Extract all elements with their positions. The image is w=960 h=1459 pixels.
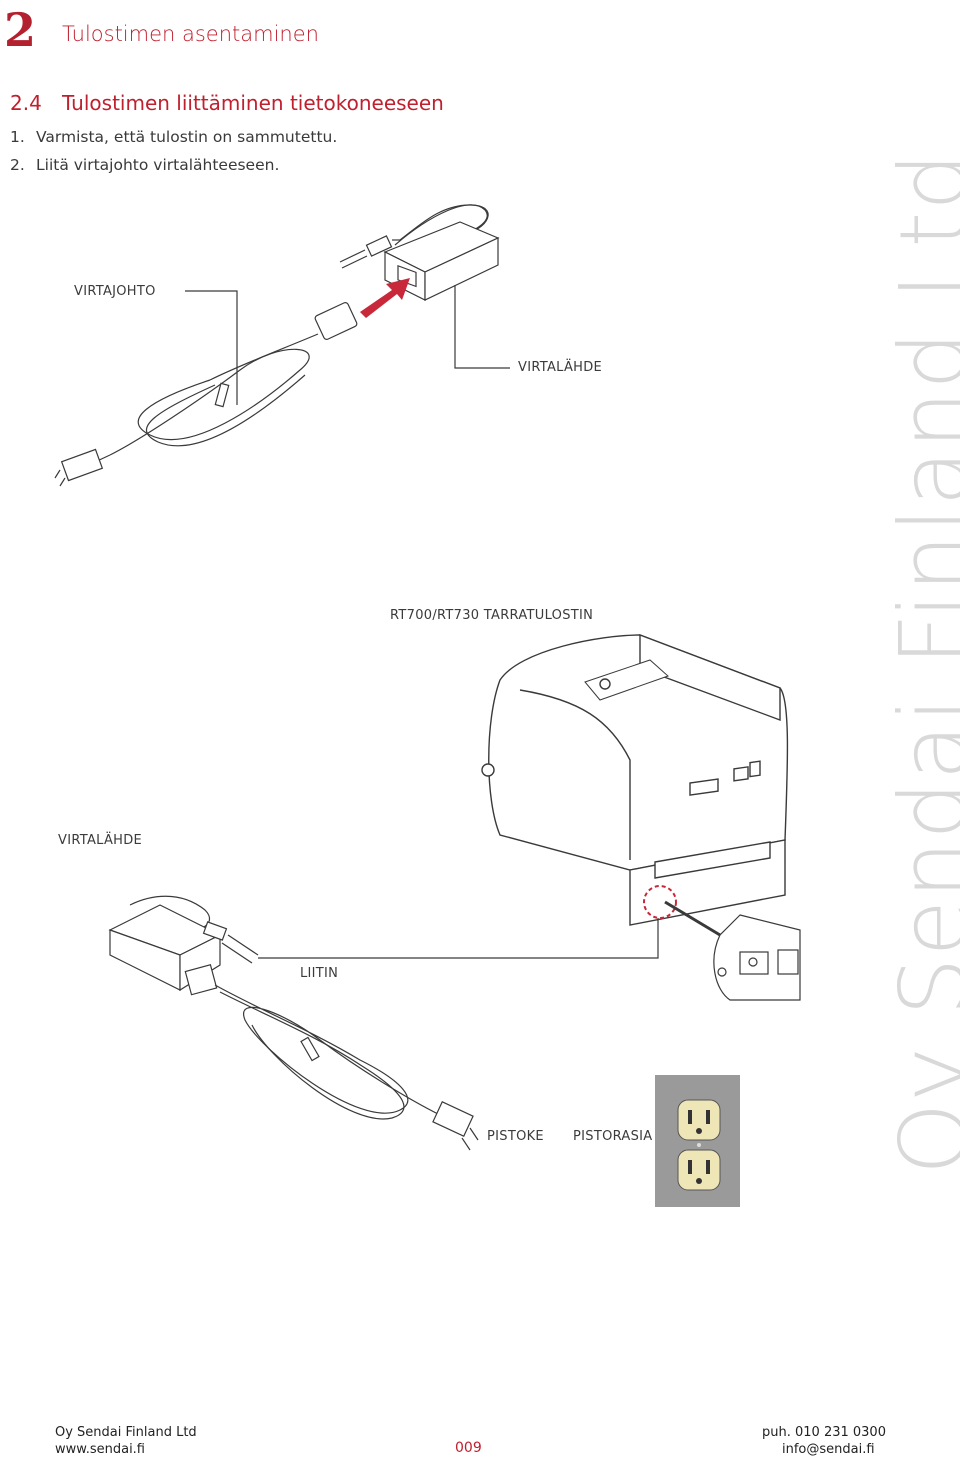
label-printer: RT700/RT730 TARRATULOSTIN bbox=[390, 608, 594, 623]
connection-diagram bbox=[54, 204, 801, 1207]
connector-leader-line bbox=[258, 918, 659, 959]
label-power-supply-top: VIRTALÄHDE bbox=[518, 360, 603, 375]
footer-email: info@sendai.fi bbox=[782, 1442, 875, 1457]
step-text: Liitä virtajohto virtalähteeseen. bbox=[36, 156, 280, 174]
wall-outlet bbox=[655, 1075, 740, 1207]
connector-zoom bbox=[664, 900, 801, 1001]
step-2: 2. Liitä virtajohto virtalähteeseen. bbox=[10, 156, 279, 174]
printer-illustration bbox=[481, 633, 789, 926]
section-title: Tulostimen liittäminen tietokoneeseen bbox=[62, 91, 444, 115]
top-power-supply bbox=[383, 221, 500, 301]
label-plug: PISTOKE bbox=[487, 1129, 544, 1144]
label-connector: LIITIN bbox=[300, 966, 339, 981]
power-cord bbox=[54, 301, 358, 487]
chapter-title: Tulostimen asentaminen bbox=[62, 22, 319, 46]
label-socket: PISTORASIA bbox=[573, 1129, 653, 1144]
footer-website: www.sendai.fi bbox=[55, 1442, 145, 1457]
chapter-number: 2 bbox=[4, 3, 37, 57]
top-dc-plug bbox=[339, 235, 400, 269]
cord-leader-line bbox=[185, 290, 238, 405]
footer-phone: puh. 010 231 0300 bbox=[762, 1425, 886, 1440]
label-power-supply-bottom: VIRTALÄHDE bbox=[58, 833, 143, 848]
section-number: 2.4 bbox=[10, 91, 42, 115]
step-number: 2. bbox=[10, 156, 25, 174]
bottom-power-supply bbox=[108, 895, 259, 996]
page-number: 009 bbox=[455, 1440, 482, 1456]
label-power-cord: VIRTAJOHTO bbox=[74, 284, 156, 299]
step-text: Varmista, että tulostin on sammutettu. bbox=[36, 128, 338, 146]
step-1: 1. Varmista, että tulostin on sammutettu. bbox=[10, 128, 337, 146]
insert-arrow-icon bbox=[360, 278, 410, 318]
footer-company: Oy Sendai Finland Ltd bbox=[55, 1425, 197, 1440]
step-number: 1. bbox=[10, 128, 25, 146]
supply-leader-line bbox=[454, 285, 510, 369]
bottom-power-cord bbox=[214, 918, 659, 1151]
